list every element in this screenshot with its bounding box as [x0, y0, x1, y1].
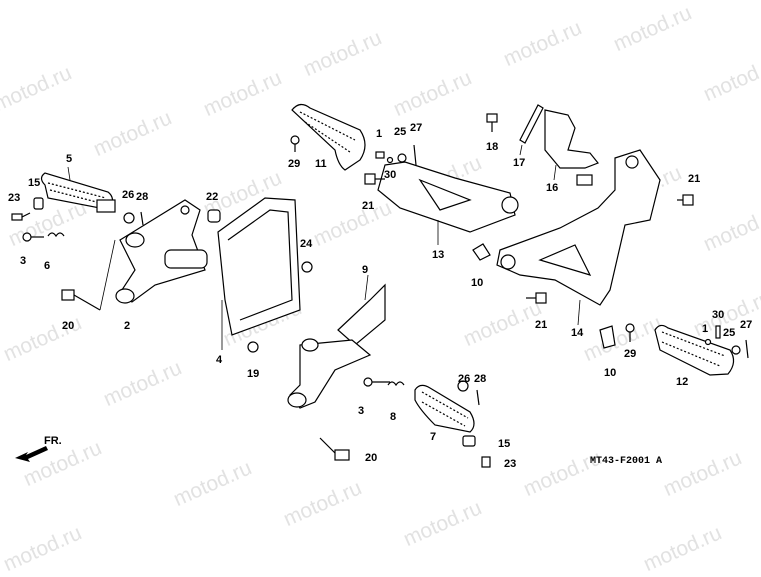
ball-30-top: [386, 156, 394, 164]
callout-6: 6: [44, 260, 50, 272]
callout-20-bottom: 20: [365, 452, 377, 464]
callout-15: 15: [28, 177, 40, 189]
callout-21-right: 21: [688, 173, 700, 185]
callout-10-bottom: 10: [604, 367, 616, 379]
passenger-footpeg-11: [291, 103, 366, 171]
callout-27: 27: [410, 122, 422, 134]
callout-5: 5: [66, 153, 72, 165]
callout-27-right: 27: [740, 319, 752, 331]
callouts: 5 15 23 3 6 26 28 22 20 2 4 19 24 29 11 …: [8, 122, 752, 470]
callout-28-bottom: 28: [474, 373, 486, 385]
callout-1: 1: [376, 128, 382, 140]
footpeg-7: [414, 384, 475, 433]
callout-23-bottom: 23: [504, 458, 516, 470]
callout-2: 2: [124, 320, 130, 332]
callout-20: 20: [62, 320, 74, 332]
callout-25: 25: [394, 126, 406, 138]
right-footpeg-12: [654, 324, 735, 376]
washer-25-top: [397, 153, 407, 163]
callout-21-mid: 21: [535, 319, 547, 331]
spring-27-right: [745, 339, 749, 359]
clip-10-top: [472, 243, 491, 261]
bolt-20-bottom: [319, 437, 350, 461]
step-holder-2: [115, 199, 208, 304]
callout-30: 30: [384, 169, 396, 181]
pin-29-right: [625, 323, 635, 342]
callout-15-bottom: 15: [498, 438, 510, 450]
leader-lines: [67, 144, 581, 350]
front-arrow-label: FR.: [44, 435, 62, 447]
callout-8: 8: [390, 411, 396, 423]
callout-16: 16: [546, 182, 558, 194]
left-rider-footpeg-5: [40, 172, 116, 213]
heel-plate-9: [337, 283, 386, 346]
callout-29: 29: [288, 158, 300, 170]
callout-22: 22: [206, 191, 218, 203]
bolt-23: [11, 212, 31, 221]
callout-10: 10: [471, 277, 483, 289]
peg-rubber-15: [33, 197, 44, 210]
bolt-20-left: [61, 289, 101, 311]
callout-30-right: 30: [712, 309, 724, 321]
callout-18: 18: [486, 141, 498, 153]
master-cylinder-16: [544, 109, 599, 186]
spring-8: [387, 381, 405, 387]
bolt-21-top: [364, 173, 385, 185]
callout-26-bottom: 26: [458, 373, 470, 385]
rubber-15-bottom: [462, 435, 476, 447]
callout-3: 3: [20, 255, 26, 267]
clip-28: [140, 211, 144, 226]
clip-10-bottom: [599, 325, 616, 349]
front-direction-arrow: FR.: [15, 435, 62, 462]
pin-29-top: [290, 135, 300, 152]
callout-12: 12: [676, 376, 688, 388]
callout-29-right: 29: [624, 348, 636, 360]
spring-27-top: [413, 144, 417, 166]
callout-9: 9: [362, 264, 368, 276]
callout-19: 19: [247, 368, 259, 380]
callout-14: 14: [571, 327, 584, 339]
bolt-21-mid: [526, 292, 547, 304]
passenger-bracket-13: [377, 161, 519, 233]
pin-3-bottom: [363, 377, 390, 387]
bolt-18: [486, 113, 498, 132]
callout-21: 21: [362, 200, 374, 212]
callout-28: 28: [136, 191, 148, 203]
callout-1-right: 1: [702, 323, 708, 335]
clip-28-bottom: [476, 389, 480, 406]
collar-26: [123, 212, 135, 224]
rod-17: [519, 104, 544, 144]
collar-1: [375, 151, 385, 159]
spring-6: [47, 232, 65, 238]
bolt-21-right: [677, 194, 694, 206]
callout-7: 7: [430, 431, 436, 443]
callout-17: 17: [513, 157, 525, 169]
collar-1-right: [715, 325, 721, 339]
callout-25-right: 25: [723, 327, 735, 339]
callout-26: 26: [122, 189, 134, 201]
bolt-23-bottom: [481, 456, 491, 468]
bolt-19: [247, 341, 259, 353]
heel-guard-4: [217, 197, 301, 336]
ball-30-right: [704, 338, 712, 346]
callout-3-bottom: 3: [358, 405, 364, 417]
diagram-code: MT43-F2001 A: [590, 456, 662, 467]
washer-25-right: [731, 345, 741, 355]
callout-24: 24: [300, 238, 313, 250]
right-step-holder-14: [496, 149, 661, 306]
callout-11: 11: [315, 158, 327, 170]
passenger-holder: [287, 338, 372, 409]
pin-3: [22, 232, 44, 242]
callout-23: 23: [8, 192, 20, 204]
callout-4: 4: [216, 354, 223, 366]
nut-24: [301, 261, 313, 273]
collar-22: [207, 209, 221, 223]
collar-26-bottom: [457, 380, 469, 392]
callout-13: 13: [432, 249, 444, 261]
